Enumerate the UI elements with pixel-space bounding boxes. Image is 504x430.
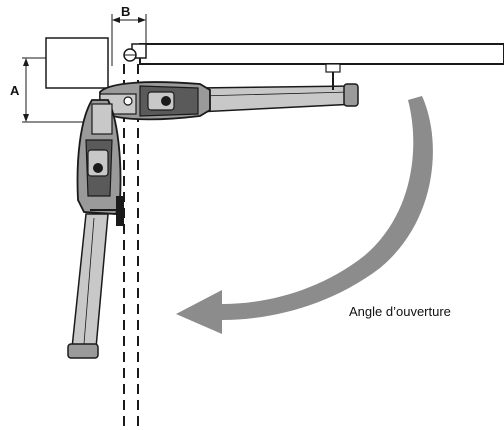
gate-leaf bbox=[131, 43, 504, 65]
dimension-b-label: B bbox=[121, 4, 130, 19]
dimension-b: B bbox=[111, 4, 147, 66]
hinge-pin bbox=[123, 48, 137, 62]
dimension-a-label: A bbox=[10, 83, 20, 98]
post-bracket bbox=[45, 37, 109, 89]
actuator-arm-closed bbox=[99, 63, 359, 121]
opening-angle-label: Angle d’ouverture bbox=[349, 304, 451, 319]
actuator-arm-open bbox=[67, 99, 124, 359]
curved-arrow-icon bbox=[176, 96, 433, 334]
pillar-outline bbox=[123, 64, 139, 430]
